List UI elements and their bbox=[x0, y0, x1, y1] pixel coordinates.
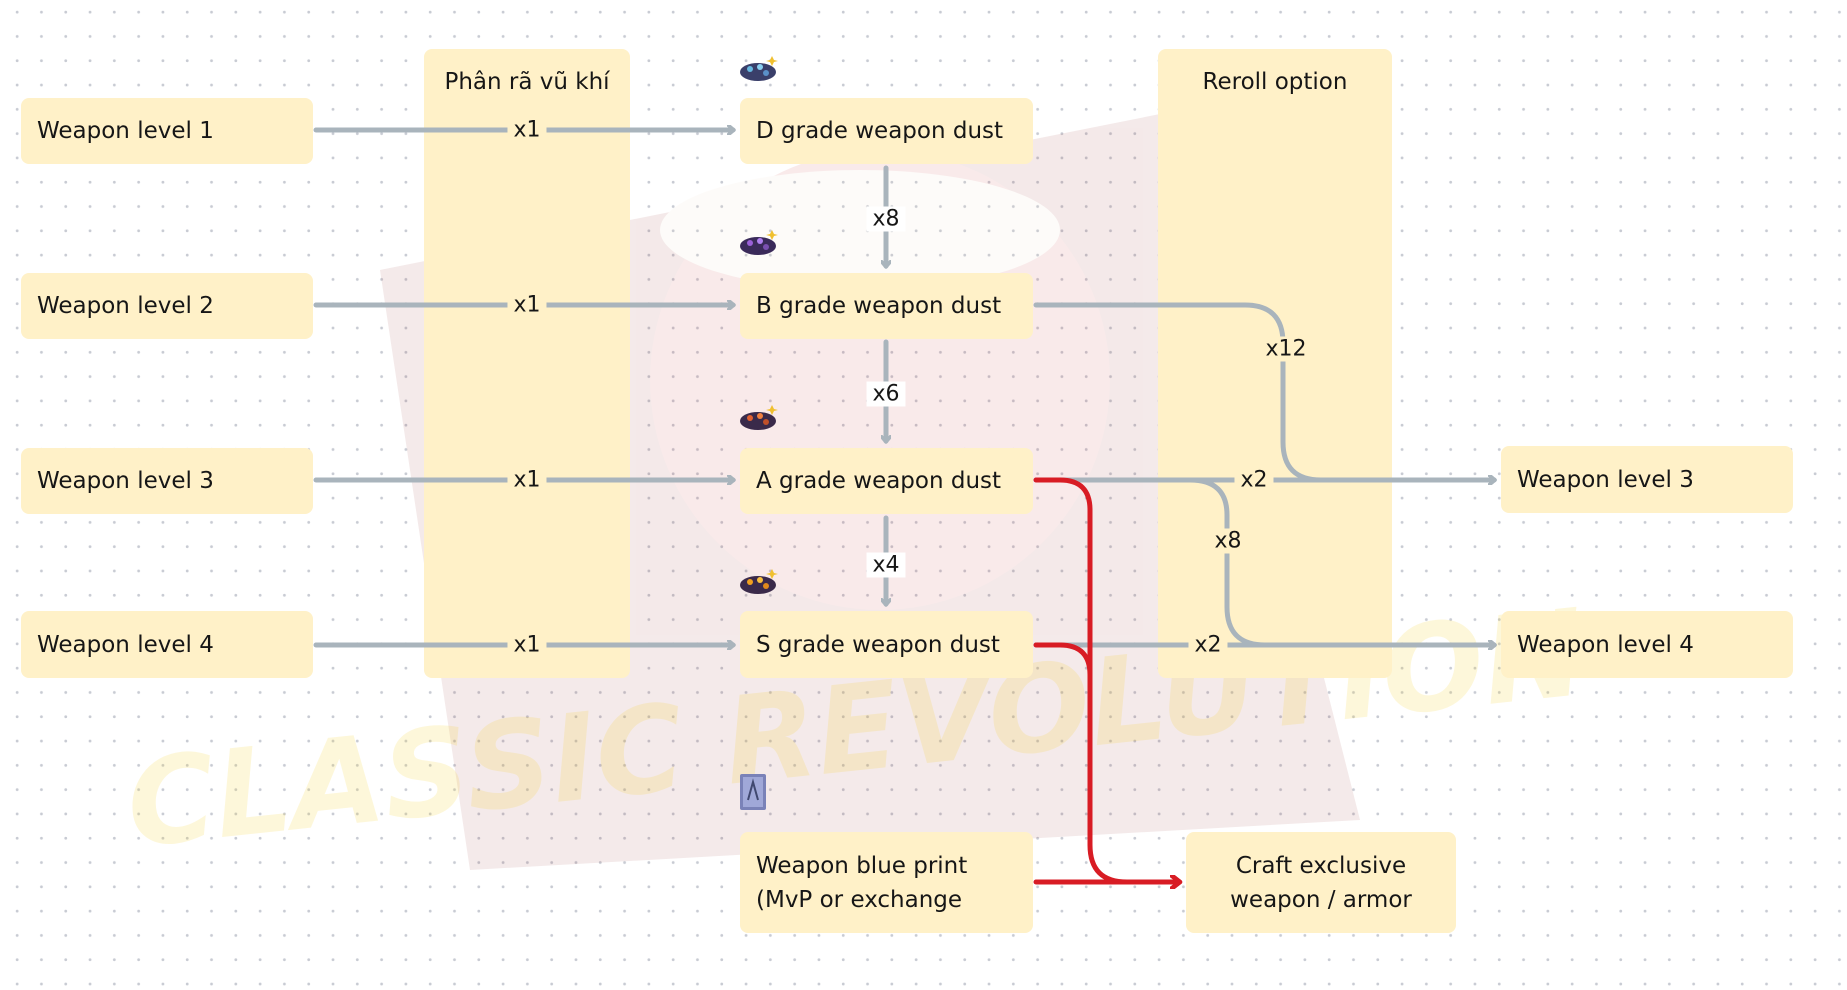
reroll-group: Reroll option bbox=[1158, 49, 1392, 678]
dust-d-grade[interactable]: D grade weapon dust bbox=[740, 98, 1033, 164]
node-label: Weapon level 1 bbox=[37, 118, 214, 144]
node-label: Weapon level 3 bbox=[37, 468, 214, 494]
node-label: S grade weapon dust bbox=[756, 631, 1000, 658]
dust-b-icon bbox=[740, 230, 778, 255]
qty-label: x1 bbox=[507, 292, 547, 318]
node-label: Weapon level 2 bbox=[37, 293, 214, 319]
output-weapon-level-4[interactable]: Weapon level 4 bbox=[1501, 611, 1793, 678]
blueprint-line-2: (MvP or exchange bbox=[756, 886, 963, 913]
input-weapon-level-4[interactable]: Weapon level 4 bbox=[21, 611, 313, 678]
craft-line-1: Craft exclusive bbox=[1235, 852, 1407, 879]
dust-b-grade[interactable]: B grade weapon dust bbox=[740, 273, 1033, 339]
disassemble-group: Phân rã vũ khí bbox=[424, 49, 630, 678]
dust-a-icon bbox=[740, 405, 778, 430]
node-label: Weapon level 4 bbox=[1517, 631, 1694, 658]
dust-a-grade[interactable]: A grade weapon dust bbox=[740, 448, 1033, 514]
qty-label: x2 bbox=[1234, 467, 1274, 493]
qty-label: x8 bbox=[866, 206, 906, 232]
qty-label: x12 bbox=[1259, 336, 1313, 362]
node-label: A grade weapon dust bbox=[756, 468, 1002, 494]
dust-d-icon bbox=[740, 56, 778, 81]
node-label: Weapon level 3 bbox=[1517, 466, 1694, 493]
output-weapon-level-3[interactable]: Weapon level 3 bbox=[1501, 446, 1793, 513]
weapon-blueprint[interactable]: Weapon blue print (MvP or exchange bbox=[740, 832, 1033, 933]
input-weapon-level-3[interactable]: Weapon level 3 bbox=[21, 448, 313, 514]
edge-b-to-wl3 bbox=[1033, 302, 1494, 480]
qty-label: x4 bbox=[866, 552, 906, 578]
dust-s-grade[interactable]: S grade weapon dust bbox=[740, 611, 1033, 678]
reroll-group-label: Reroll option bbox=[1202, 69, 1348, 95]
input-weapon-level-2[interactable]: Weapon level 2 bbox=[21, 273, 313, 339]
qty-label: x6 bbox=[866, 381, 906, 407]
qty-label: x1 bbox=[507, 632, 547, 658]
qty-label: x1 bbox=[507, 467, 547, 493]
blueprint-line-1: Weapon blue print bbox=[756, 852, 968, 879]
craft-exclusive[interactable]: Craft exclusive weapon / armor bbox=[1186, 832, 1456, 933]
qty-label: x2 bbox=[1188, 632, 1228, 658]
dust-s-icon bbox=[740, 569, 778, 594]
qty-label: x8 bbox=[1208, 528, 1248, 554]
blueprint-icon bbox=[740, 774, 766, 810]
input-weapon-level-1[interactable]: Weapon level 1 bbox=[21, 98, 313, 164]
node-label: Weapon level 4 bbox=[37, 631, 214, 658]
edge-a-to-wl4 bbox=[1187, 477, 1494, 645]
node-label: D grade weapon dust bbox=[756, 118, 1004, 144]
qty-label: x1 bbox=[507, 117, 547, 143]
node-label: B grade weapon dust bbox=[756, 293, 1002, 319]
disassemble-group-label: Phân rã vũ khí bbox=[444, 69, 610, 95]
craft-line-2: weapon / armor bbox=[1230, 886, 1412, 913]
edge-a-to-craft bbox=[1033, 477, 1179, 882]
edge-s-to-craft bbox=[1033, 642, 1093, 678]
